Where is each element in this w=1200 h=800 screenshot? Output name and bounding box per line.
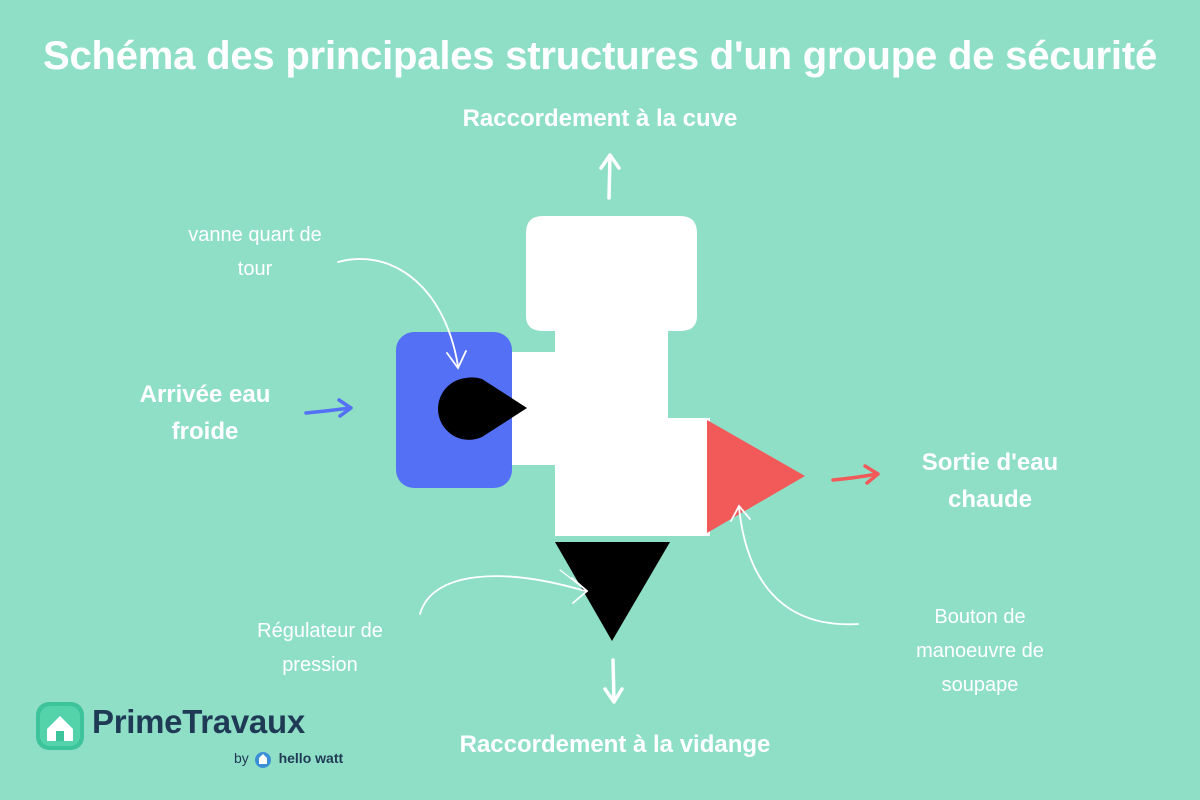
pressure-regulator-line2: pression [282, 654, 358, 676]
hot-water-arrow [831, 464, 880, 485]
hello-watt-icon [255, 752, 271, 768]
cold-water-in-label: Arrivée eau froide [110, 376, 300, 450]
hot-water-outlet-triangle [707, 420, 805, 533]
house-logo-icon [36, 702, 84, 750]
tank-connection-text: Raccordement à la cuve [462, 105, 738, 132]
valve-pointer-curve [337, 258, 467, 370]
brand-by-text: by [234, 750, 249, 766]
tank-connection-label: Raccordement à la cuve [400, 100, 800, 137]
cold-water-in-line1: Arrivée eau [139, 381, 271, 408]
valve-button-line2: manoeuvre de [916, 640, 1044, 662]
valve-button-line3: soupape [941, 674, 1019, 696]
valve-button-label: Bouton de manoeuvre de soupape [870, 600, 1090, 702]
quarter-turn-valve-line2: tour [237, 258, 273, 280]
arrow-up-to-tank [599, 153, 621, 200]
arrow-down-to-drain [603, 658, 624, 704]
drain-cone-triangle [555, 542, 670, 641]
pressure-regulator-line1: Régulateur de [257, 620, 383, 642]
brand-name: PrimeTravaux [92, 703, 305, 740]
quarter-turn-valve-handle [438, 377, 527, 440]
button-pointer-curve [730, 504, 859, 626]
hot-water-out-label: Sortie d'eau chaude [895, 444, 1085, 518]
cold-water-in-line2: froide [171, 418, 239, 445]
valve-button-line1: Bouton de [934, 606, 1026, 628]
page-title: Schéma des principales structures d'un g… [42, 34, 1157, 78]
hot-water-out-line2: chaude [947, 486, 1033, 513]
drain-connection-label: Raccordement à la vidange [390, 726, 840, 763]
cold-water-arrow [304, 398, 353, 418]
brand-logo: PrimeTravaux by hello watt [36, 700, 356, 780]
regulator-pointer-curve [419, 569, 589, 615]
drain-connection-text: Raccordement à la vidange [459, 731, 771, 758]
quarter-turn-valve-line1: vanne quart de [188, 224, 322, 246]
safety-group-body [505, 216, 710, 536]
hot-water-out-line1: Sortie d'eau [921, 449, 1059, 476]
brand-partner-text: hello watt [278, 750, 344, 766]
quarter-turn-valve-label: vanne quart de tour [150, 218, 360, 286]
pressure-regulator-label: Régulateur de pression [215, 614, 425, 682]
brand-byline: by hello watt [234, 750, 343, 766]
